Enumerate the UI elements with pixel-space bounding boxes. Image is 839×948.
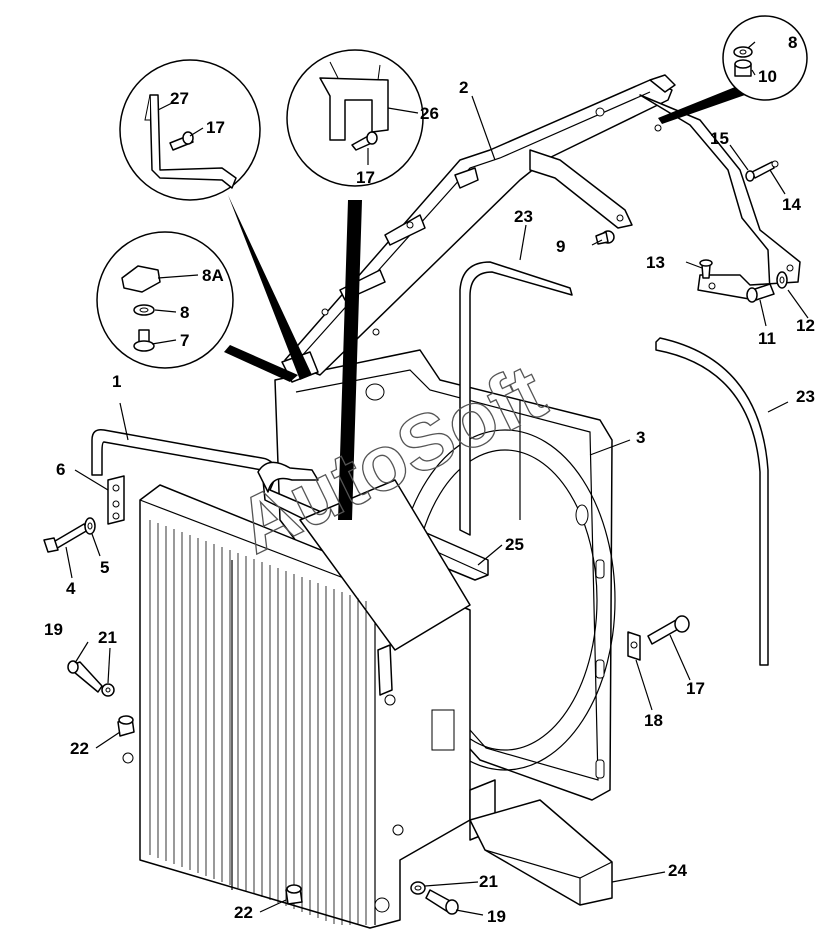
callout-26: 26 <box>420 104 439 123</box>
screw-13 <box>699 259 713 279</box>
nut-22-left <box>117 715 135 737</box>
callout-24: 24 <box>668 861 687 880</box>
leader-lines <box>65 41 809 916</box>
bolt-17-with-spacer-18 <box>627 615 690 661</box>
callout-22-bottom: 22 <box>234 903 253 922</box>
callout-8-top: 8 <box>788 33 797 52</box>
bolt-14-washer-15 <box>745 160 779 182</box>
callout-19-left: 19 <box>44 620 63 639</box>
callout-12: 12 <box>796 316 815 335</box>
seal-strip-upper <box>459 261 573 536</box>
callout-13: 13 <box>646 253 665 272</box>
callout-17-detail27: 17 <box>206 118 225 137</box>
callout-4: 4 <box>66 579 76 598</box>
callout-18: 18 <box>644 711 663 730</box>
callout-21-bottom: 21 <box>479 872 498 891</box>
callout-6: 6 <box>56 460 65 479</box>
callout-19-bottom: 19 <box>487 907 506 926</box>
bolt-11-washer-12 <box>746 271 788 303</box>
seal-strip-right <box>655 337 769 666</box>
callout-15: 15 <box>710 129 729 148</box>
callout-17-right: 17 <box>686 679 705 698</box>
callout-11: 11 <box>758 329 776 348</box>
callout-17-detail26: 17 <box>356 168 375 187</box>
callout-14: 14 <box>782 195 801 214</box>
detail-circle-27 <box>119 59 312 380</box>
detail-circle-8-10 <box>658 15 808 124</box>
callout-10: 10 <box>758 67 777 86</box>
detail-circle-8A-8-7 <box>96 231 298 382</box>
bolt-19-bottom <box>410 881 459 915</box>
callout-5: 5 <box>100 558 109 577</box>
callout-23-upper: 23 <box>514 207 533 226</box>
nut-22-bottom <box>285 884 303 905</box>
detail-circle-26 <box>286 49 424 520</box>
callout-9: 9 <box>556 237 565 256</box>
bolt-4-and-washer-5 <box>43 517 96 553</box>
callout-22-left: 22 <box>70 739 89 758</box>
callout-2: 2 <box>459 78 468 97</box>
callout-25: 25 <box>505 535 524 554</box>
bolt-19-left <box>67 660 115 697</box>
callout-8-detail: 8 <box>180 303 189 322</box>
callout-27: 27 <box>170 89 189 108</box>
callout-1: 1 <box>112 372 121 391</box>
radiator <box>122 479 496 929</box>
plate-6 <box>107 475 125 525</box>
callout-23-right: 23 <box>796 387 815 406</box>
radiator-fins <box>149 520 367 925</box>
callouts: 1 2 3 4 5 6 7 8 8 8A 9 10 11 12 13 14 15… <box>44 33 815 926</box>
callout-7: 7 <box>180 331 189 350</box>
base-support <box>469 799 613 906</box>
callout-3: 3 <box>636 428 645 447</box>
callout-8A: 8A <box>202 266 224 285</box>
callout-21-left: 21 <box>98 628 117 647</box>
